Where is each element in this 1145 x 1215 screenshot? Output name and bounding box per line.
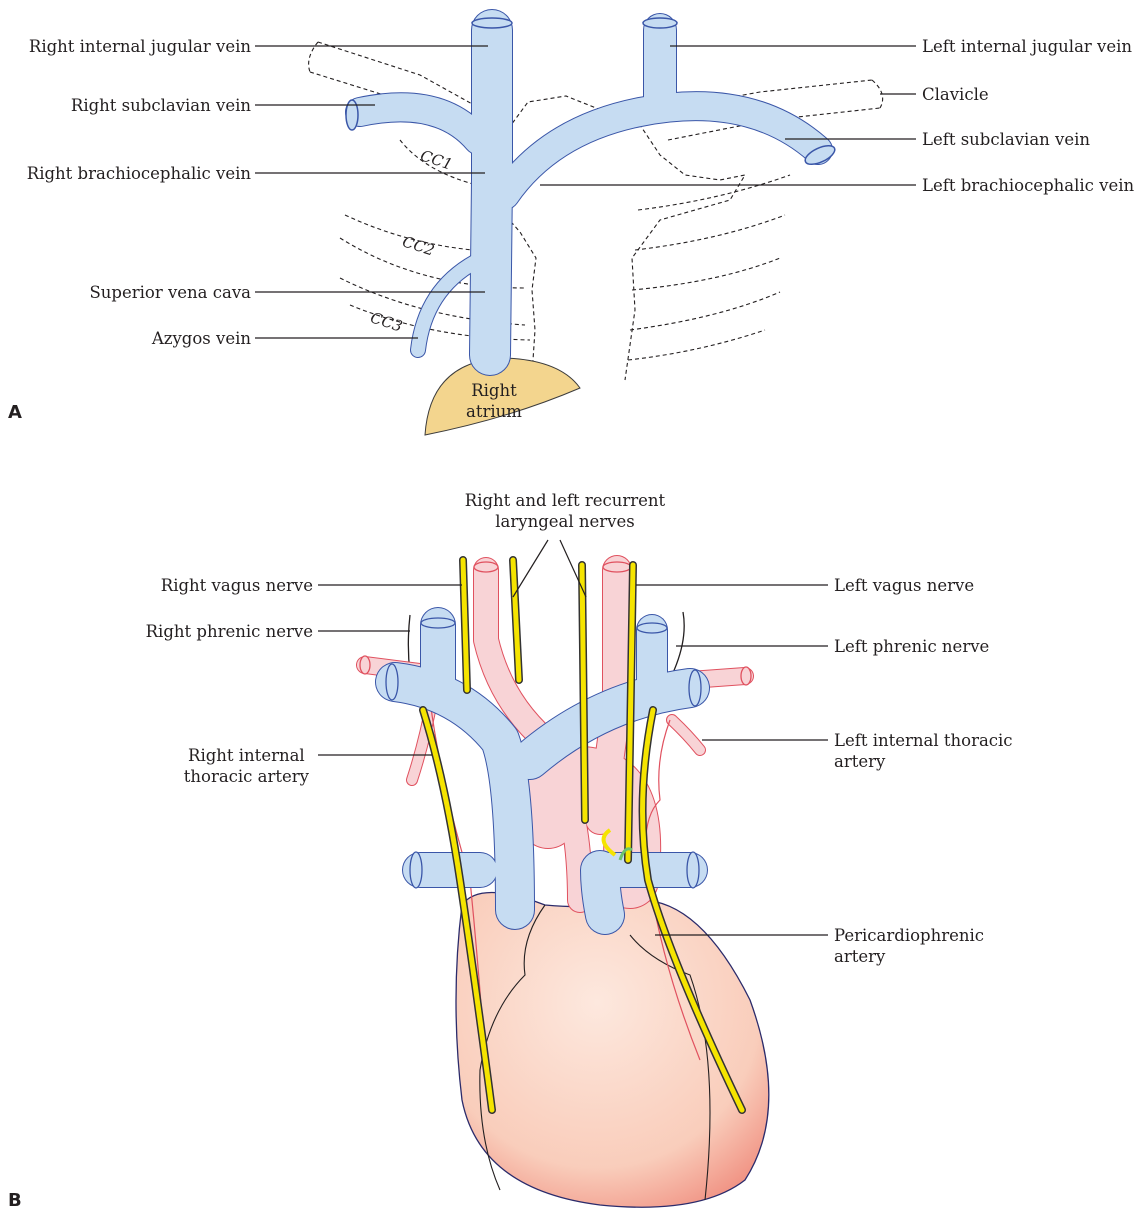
label-right-internal-jugular-vein: Right internal jugular vein xyxy=(29,36,251,57)
label-left-subclavian-vein: Left subclavian vein xyxy=(922,129,1090,150)
left-phrenic-nerve xyxy=(672,612,684,675)
veins-panel-b xyxy=(386,618,701,915)
label-left-internal-thoracic-artery: Left internal thoracic artery xyxy=(834,730,1013,772)
label-left-internal-jugular-vein: Left internal jugular vein xyxy=(922,36,1132,57)
label-left-vagus-nerve: Left vagus nerve xyxy=(834,575,974,596)
panel-a-diagram xyxy=(255,18,916,435)
panel-b-letter: B xyxy=(8,1190,22,1211)
panel-a-letter: A xyxy=(8,402,22,423)
label-right-subclavian-vein: Right subclavian vein xyxy=(71,95,251,116)
label-right-vagus-nerve: Right vagus nerve xyxy=(161,575,313,596)
label-clavicle: Clavicle xyxy=(922,84,989,105)
label-azygos-vein: Azygos vein xyxy=(152,328,251,349)
leader-lines-panel-a xyxy=(255,46,916,338)
sternum-outline xyxy=(500,96,745,380)
label-superior-vena-cava: Superior vena cava xyxy=(89,282,251,303)
heart-shape xyxy=(456,893,769,1208)
label-right-internal-thoracic-artery: Right internal thoracic artery xyxy=(184,745,309,787)
label-pericardiophrenic-artery: Pericardiophrenic artery xyxy=(834,925,984,967)
veins-panel-a xyxy=(346,18,837,355)
label-recurrent-laryngeal-nerves: Right and left recurrent laryngeal nerve… xyxy=(420,490,710,532)
label-left-brachiocephalic-vein: Left brachiocephalic vein xyxy=(922,175,1134,196)
label-right-phrenic-nerve: Right phrenic nerve xyxy=(146,621,313,642)
label-left-phrenic-nerve: Left phrenic nerve xyxy=(834,636,989,657)
label-right-atrium: Right atrium xyxy=(454,380,534,422)
panel-b-diagram xyxy=(318,540,828,1207)
label-right-brachiocephalic-vein: Right brachiocephalic vein xyxy=(27,163,251,184)
